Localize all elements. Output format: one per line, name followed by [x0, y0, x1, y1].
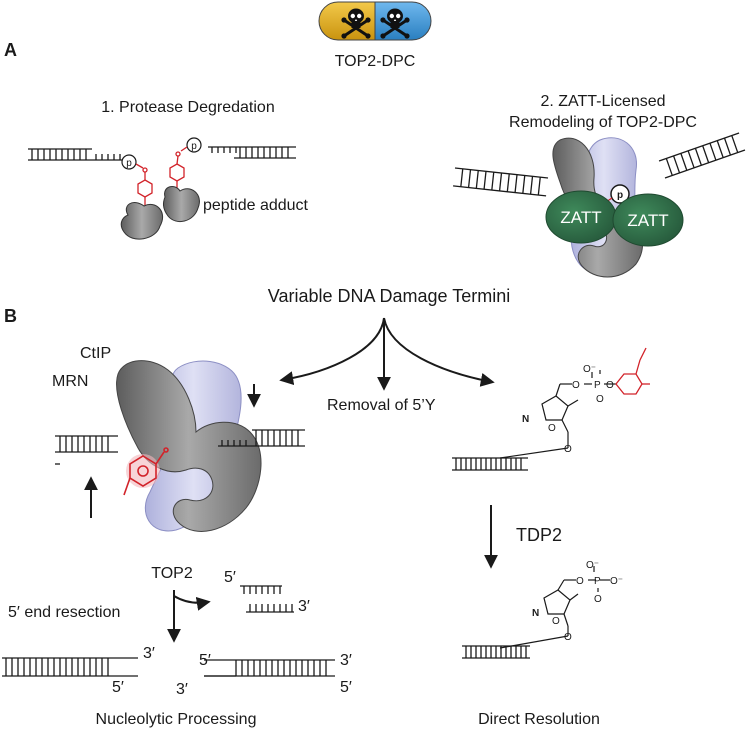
top2-label: TOP2 — [151, 565, 193, 582]
panel-b-label: B — [4, 306, 17, 326]
svg-text:O: O — [572, 380, 580, 391]
ctip-label: CtIP — [80, 345, 111, 362]
dna-duplex-left — [28, 148, 124, 161]
tyrosyl-dna-structure: N O O P O⁻ O O O — [499, 347, 650, 459]
direct-label: Direct Resolution — [478, 711, 600, 728]
svg-text:p: p — [126, 158, 132, 169]
svg-text:O: O — [594, 594, 602, 605]
end-3-c: 3′ — [176, 681, 188, 698]
phosphate-left: p — [121, 154, 137, 170]
phosphate-zatt: p — [610, 184, 630, 204]
panel-a-left-title: 1. Protease Degredation — [101, 99, 274, 116]
svg-text:ZATT: ZATT — [560, 208, 601, 227]
end-3-b: 3′ — [143, 645, 155, 662]
end-5-d: 5′ — [340, 679, 352, 696]
zatt-left: ZATT — [545, 190, 617, 244]
panel-a-right-title-line2: Remodeling of TOP2-DPC — [509, 114, 697, 131]
peptide-fragment-right — [162, 185, 200, 223]
tyrosine-glow — [123, 447, 169, 496]
branch-arrows — [279, 317, 495, 391]
dna-base-pairs — [31, 147, 289, 160]
pill — [318, 1, 432, 41]
dna-duplex-top2 — [55, 429, 305, 465]
peptide-fragment-left — [120, 202, 164, 240]
end-3-d: 3′ — [340, 652, 352, 669]
svg-text:P: P — [594, 576, 601, 587]
dna-products — [2, 585, 335, 677]
svg-text:N: N — [522, 414, 529, 425]
svg-text:ZATT: ZATT — [627, 211, 668, 230]
dna-single-end-top — [452, 457, 528, 471]
panel-a-label: A — [4, 40, 17, 60]
end-5-c: 5′ — [199, 652, 211, 669]
removal-label: Removal of 5’Y — [327, 397, 436, 414]
resection-label: 5′ end resection — [8, 604, 120, 621]
tyrosine-adduct-left — [135, 163, 153, 206]
panel-a-right-title-line1: 2. ZATT-Licensed — [540, 93, 665, 110]
svg-text:P: P — [594, 380, 601, 391]
phosphate-right: p — [186, 137, 202, 153]
svg-text:O⁻: O⁻ — [583, 364, 596, 375]
dna-single-end-bottom — [462, 645, 530, 659]
svg-text:O: O — [564, 632, 572, 643]
svg-text:O: O — [548, 423, 556, 434]
svg-text:O: O — [606, 380, 614, 391]
svg-text:O: O — [564, 444, 572, 455]
dna-duplex-zatt — [453, 132, 746, 197]
svg-text:O⁻: O⁻ — [586, 560, 599, 571]
svg-text:O: O — [576, 576, 584, 587]
resection-arrows — [167, 590, 211, 643]
svg-text:O: O — [552, 616, 560, 627]
svg-text:p: p — [617, 190, 623, 201]
variable-termini-title: Variable DNA Damage Termini — [268, 286, 510, 306]
tdp2-label: TDP2 — [516, 525, 562, 545]
end-3-a: 3′ — [298, 598, 310, 615]
resolved-dna-structure: N O O P O⁻ O O⁻ O — [499, 560, 623, 649]
end-5-a: 5′ — [224, 569, 236, 586]
svg-text:p: p — [191, 141, 197, 152]
end-5-b: 5′ — [112, 679, 124, 696]
pill-title: TOP2-DPC — [335, 53, 416, 70]
svg-text:N: N — [532, 608, 539, 619]
mre11-arrows — [84, 384, 261, 518]
svg-text:O⁻: O⁻ — [610, 576, 623, 587]
zatt-right: ZATT — [612, 193, 684, 247]
svg-text:O: O — [596, 394, 604, 405]
mrn-label: MRN — [52, 373, 88, 390]
tyrosine-adduct-right — [169, 146, 188, 190]
top2-protein — [116, 360, 262, 532]
nucleolytic-label: Nucleolytic Processing — [96, 711, 257, 728]
peptide-adduct-label: peptide adduct — [203, 197, 309, 214]
